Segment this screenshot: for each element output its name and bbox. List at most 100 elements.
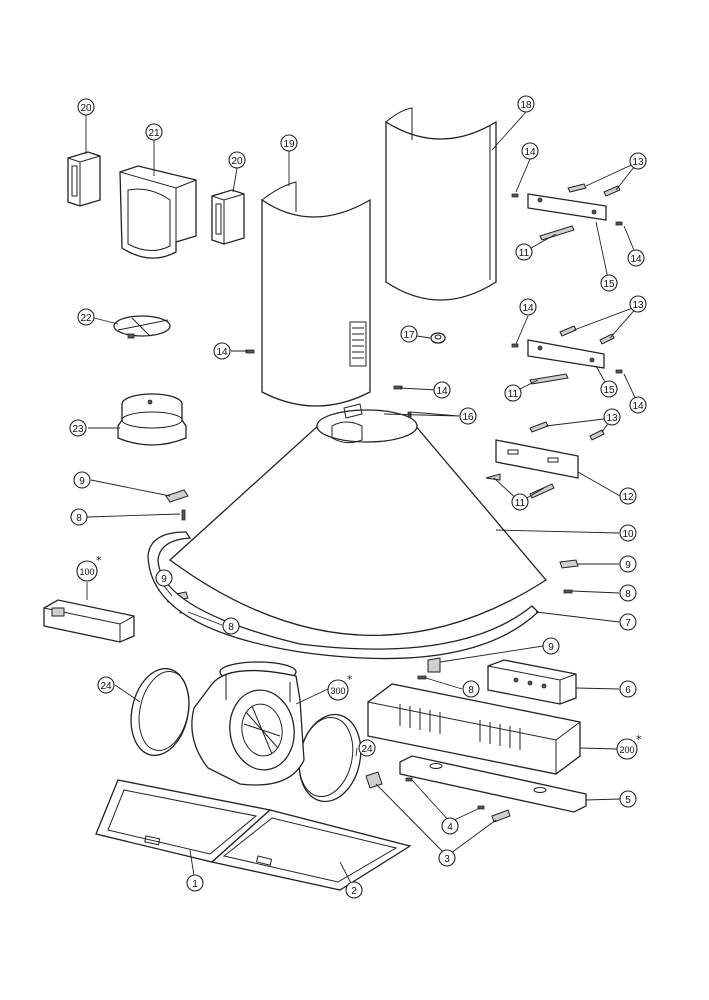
callout-label: 14: [436, 386, 448, 397]
part-21-t-duct: [119, 165, 197, 259]
callout-label: 2: [351, 886, 357, 897]
callout-label: 13: [606, 413, 618, 424]
callout-label: 8: [228, 622, 234, 633]
callout-label: 15: [603, 279, 615, 290]
callout-label: 14: [216, 347, 228, 358]
callout-20-right: 20: [228, 151, 246, 169]
callout-13-top: 13: [629, 152, 647, 170]
part-12-hood-bracket: [495, 439, 579, 479]
callout-label: 9: [161, 574, 167, 585]
callout-8-left: 8: [70, 508, 88, 526]
part-6-control-panel: [487, 659, 577, 705]
callout-label: 9: [79, 476, 85, 487]
callout-label: 1: [192, 879, 198, 890]
callout-8-lower: 8: [462, 680, 480, 698]
part-17-grommet: [430, 332, 446, 344]
callout-label: 16: [462, 412, 474, 423]
callout-label: 4: [447, 822, 453, 833]
callout-label: 13: [632, 157, 644, 168]
callout-21: 21: [145, 123, 163, 141]
part-1-grease-filter-left: [95, 779, 272, 863]
part-200-control-housing: [367, 683, 581, 775]
callout-12: 12: [619, 487, 637, 505]
part-20-duct-connector-left: [67, 151, 101, 207]
callout-9-left: 9: [73, 471, 91, 489]
callout-20-left: 20: [77, 98, 95, 116]
part-22-backdraft-flap: [113, 315, 171, 339]
callout-14-middle: 14: [519, 298, 537, 316]
callout-11-middle: 11: [504, 384, 522, 402]
asterisk-300: *: [347, 673, 353, 686]
callout-8-right: 8: [619, 584, 637, 602]
callout-23: 23: [69, 419, 87, 437]
callout-label: 14: [632, 401, 644, 412]
callout-label: 8: [76, 513, 82, 524]
callout-14-middle-right: 14: [629, 396, 647, 414]
callout-label: 14: [524, 147, 536, 158]
callout-label: 18: [520, 100, 532, 111]
callout-label: 24: [361, 744, 373, 755]
callout-22: 22: [77, 308, 95, 326]
callout-label: 11: [519, 248, 530, 259]
callout-300: 300: [327, 679, 349, 701]
callout-19: 19: [280, 134, 298, 152]
callout-14-top-right: 14: [627, 249, 645, 267]
callout-9-right: 9: [619, 555, 637, 573]
callout-15-top: 15: [600, 274, 618, 292]
part-10-hood-cone: [168, 403, 547, 636]
callout-200: 200: [616, 738, 638, 760]
callout-label: 8: [625, 589, 631, 600]
callout-8-trim: 8: [222, 617, 240, 635]
callout-label: 15: [603, 385, 615, 396]
callout-13-lower: 13: [603, 408, 621, 426]
callout-11-top: 11: [515, 243, 533, 261]
callout-label: 300: [330, 686, 345, 696]
callout-label: 11: [508, 389, 519, 400]
callout-label: 10: [622, 529, 634, 540]
part-18-upper-chimney: [385, 107, 497, 301]
callout-label: 3: [444, 854, 450, 865]
part-20-duct-connector-right: [211, 189, 245, 245]
callout-2: 2: [345, 881, 363, 899]
callout-6: 6: [619, 680, 637, 698]
part-5-strip-plate: [399, 755, 587, 813]
callout-3: 3: [438, 849, 456, 867]
part-15-chimney-bracket-middle: [527, 339, 605, 369]
callout-9-trim: 9: [155, 569, 173, 587]
part-7-front-trim: [147, 531, 539, 660]
callout-17: 17: [400, 325, 418, 343]
callout-9-lower: 9: [542, 637, 560, 655]
callout-4: 4: [441, 817, 459, 835]
callout-label: 20: [231, 156, 243, 167]
callout-label: 14: [630, 254, 642, 265]
part-15-chimney-bracket-top: [527, 193, 607, 221]
callout-5: 5: [619, 790, 637, 808]
callout-label: 22: [80, 313, 92, 324]
asterisk-100: *: [96, 554, 102, 567]
callout-label: 6: [625, 685, 631, 696]
asterisk-200: *: [636, 733, 642, 746]
callout-label: 17: [403, 330, 415, 341]
callout-label: 9: [548, 642, 554, 653]
callout-label: 23: [72, 424, 84, 435]
callout-100: 100: [76, 560, 98, 582]
part-300-motor-blower: [191, 661, 305, 786]
screws-and-plugs: [165, 183, 623, 823]
callout-label: 19: [283, 139, 295, 150]
part-100-light-unit: [43, 599, 135, 643]
callout-label: 9: [625, 560, 631, 571]
callout-18: 18: [517, 95, 535, 113]
callout-16: 16: [459, 407, 477, 425]
part-23-collar: [117, 393, 187, 446]
part-19-lower-chimney: [261, 181, 371, 407]
callout-14-chimney-base: 14: [433, 381, 451, 399]
callout-24-right: 24: [358, 739, 376, 757]
callout-label: 100: [79, 567, 94, 577]
callout-14-chimney: 14: [213, 342, 231, 360]
callout-label: 11: [515, 498, 526, 509]
callout-7: 7: [619, 613, 637, 631]
callout-label: 5: [625, 795, 631, 806]
callout-label: 8: [468, 685, 474, 696]
callout-label: 7: [625, 618, 631, 629]
